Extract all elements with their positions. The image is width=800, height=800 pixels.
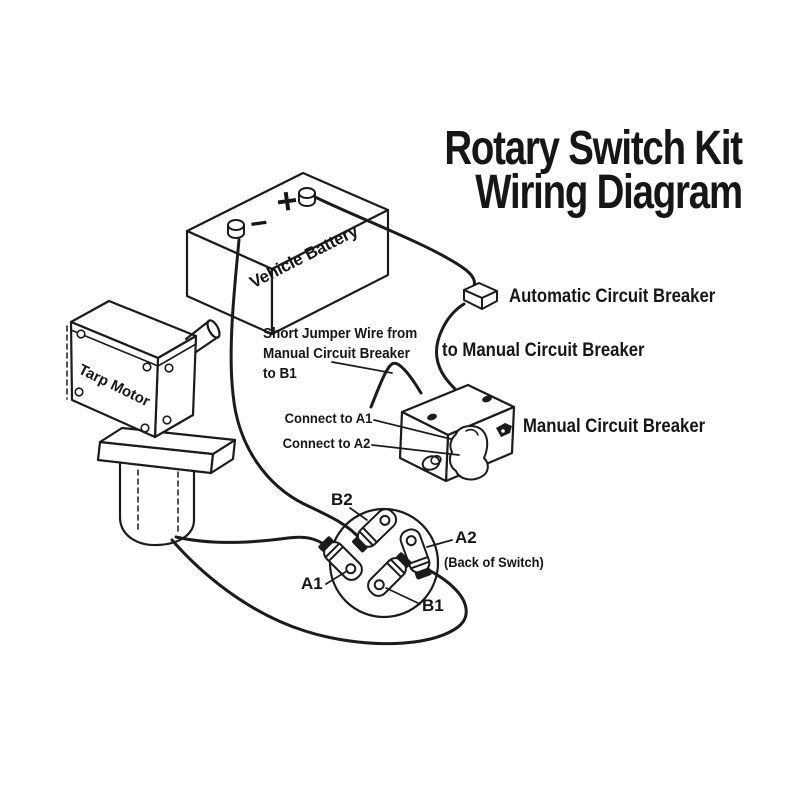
tarp-motor-illustration [66,299,237,547]
motor-cylinder [118,453,196,547]
motor-gearbox [69,299,198,439]
manual-breaker-label: Manual Circuit Breaker [523,416,706,437]
wire-battery-minus-to-b2 [229,238,362,541]
jumper-wire-loop [369,361,423,409]
leader-b2 [349,507,368,521]
leader-b1 [385,587,421,605]
jumper-note-line-3: to B1 [263,366,297,382]
motor-bolts [74,329,174,433]
terminal-tab-b1 [367,552,412,597]
connect-a1-note: Connect to A1 [284,410,372,426]
wire-motor-loop-to-a2 [170,538,468,646]
terminal-b1-label: B1 [422,596,444,615]
terminal-a1-label: A1 [301,574,323,593]
to-manual-breaker-note: to Manual Circuit Breaker [442,340,645,361]
jumper-note-line-2: Manual Circuit Breaker [263,346,410,362]
breaker-reset-boot [448,425,489,481]
terminal-tab-a2 [399,528,432,580]
leader-connect-a2 [371,444,460,456]
breaker-screw-hole [427,413,437,421]
wire-motor-to-a1 [174,535,332,551]
terminal-a2-label: A2 [455,528,477,547]
battery-minus-terminal [227,219,245,239]
leader-lines [325,361,460,605]
motor-hidden-edges [66,325,179,533]
battery-plus-terminal [298,187,316,207]
connect-a2-note: Connect to A2 [282,435,370,451]
page-title: Rotary Switch Kit Wiring Diagram [444,122,743,219]
breaker-terminal-nut [421,455,442,471]
jumper-note-line-1: Short Jumper Wire from [263,326,418,342]
manual-breaker-illustration [398,383,516,483]
terminal-tab-b2 [352,508,398,553]
wire-battery-plus-to-auto-breaker [313,195,476,292]
auto-breaker-label: Automatic Circuit Breaker [509,286,716,307]
leader-connect-a1 [373,419,452,440]
terminal-tab-a1 [318,536,363,581]
motor-flange [96,426,237,475]
leader-a1 [325,570,348,585]
title-line-2: Wiring Diagram [475,166,743,219]
wire-auto-to-manual-breaker [435,302,466,392]
terminal-b2-label: B2 [331,490,353,509]
breaker-side-terminal [496,423,512,437]
leader-a2 [426,539,453,548]
back-of-switch-label: (Back of Switch) [444,555,544,570]
jumper-wire-note: Short Jumper Wire from Manual Circuit Br… [263,324,417,384]
title-line-1: Rotary Switch Kit [444,122,743,175]
motor-shaft [184,319,221,354]
breaker-screw-hole [482,395,492,403]
auto-breaker-icon [463,282,498,310]
battery-front-face [270,208,390,336]
leader-jumper-note [331,361,393,374]
